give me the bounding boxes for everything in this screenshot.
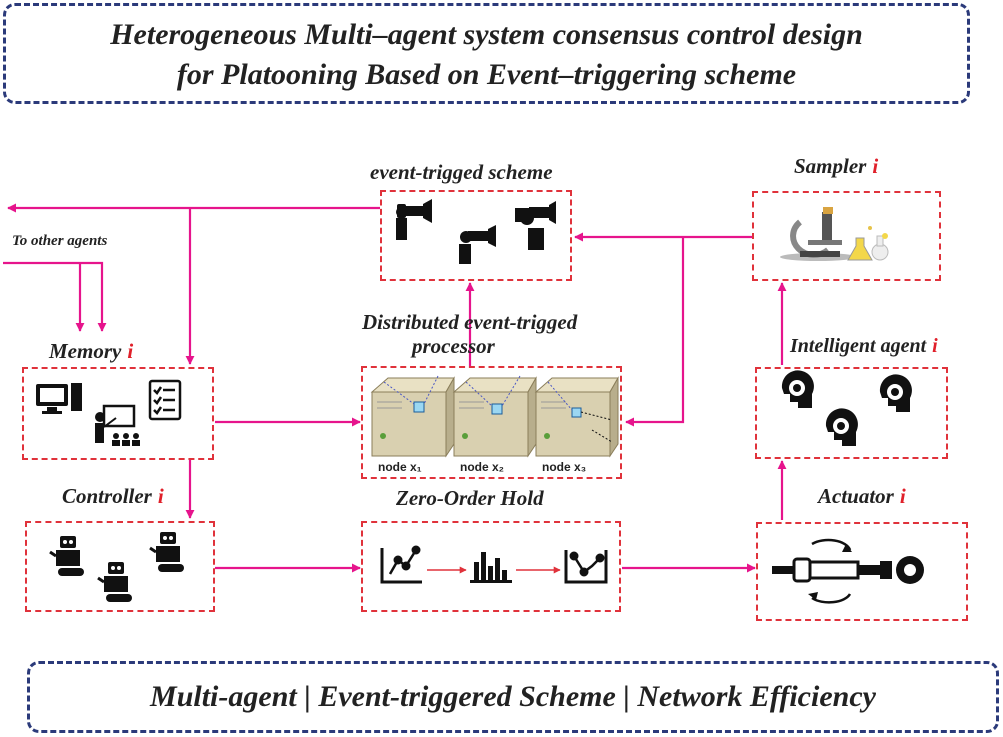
footer-keywords: Multi-agent | Event-triggered Scheme | N…: [27, 661, 999, 733]
processor-box: [361, 366, 622, 479]
server-node-label: node x₁: [378, 460, 422, 474]
bar-chart-icon: [470, 552, 512, 583]
to-other-agents-label: To other agents: [12, 233, 108, 249]
title-box: Heterogeneous Multi–agent system consens…: [3, 3, 970, 104]
event-scheme-box: [380, 190, 572, 281]
server-node-label: node x₂: [460, 460, 505, 474]
title-line-2: for Platooning Based on Event–triggering…: [176, 58, 797, 91]
zoh-label: Zero-Order Hold: [396, 486, 544, 510]
teacher-presentation-icon: [95, 404, 140, 446]
edge-sampler-to-processor: [625, 237, 685, 427]
camera-operator-icon: [515, 201, 556, 250]
processor-label-line-2: processor: [412, 334, 495, 358]
camera-operator-icon: [396, 199, 432, 240]
server-icon: [534, 376, 619, 458]
actuator-box: [756, 522, 968, 621]
controller-box: [25, 521, 215, 612]
title-line-1: Heterogeneous Multi–agent system consens…: [110, 18, 863, 51]
server-icon: [452, 375, 537, 458]
robot-icon: [97, 562, 132, 602]
camera-operator-icon: [459, 225, 496, 264]
server-node-label: node x₃: [542, 460, 587, 474]
checklist-icon: [148, 379, 182, 421]
sampler-box: [752, 191, 941, 281]
line-chart-icon: [380, 545, 422, 584]
desktop-computer-icon: [36, 383, 82, 414]
brain-head-icon: [879, 374, 912, 412]
intelligent-agent-box: [755, 367, 948, 459]
microscope-icon: [780, 207, 856, 261]
memory-box: [22, 367, 214, 460]
trend-chart-icon: [564, 550, 608, 584]
edge-other-agents: [3, 261, 107, 332]
brain-head-icon: [825, 408, 858, 446]
robot-icon: [149, 532, 184, 572]
event-scheme-label: event-trigged scheme: [370, 160, 553, 184]
robot-icon: [49, 536, 84, 576]
hydraulic-actuator-icon: [772, 538, 924, 604]
flask-icon: [847, 226, 889, 261]
brain-head-icon: [781, 370, 814, 408]
processor-label-line-1: Distributed event-trigged: [362, 310, 578, 334]
zoh-box: [361, 521, 621, 612]
